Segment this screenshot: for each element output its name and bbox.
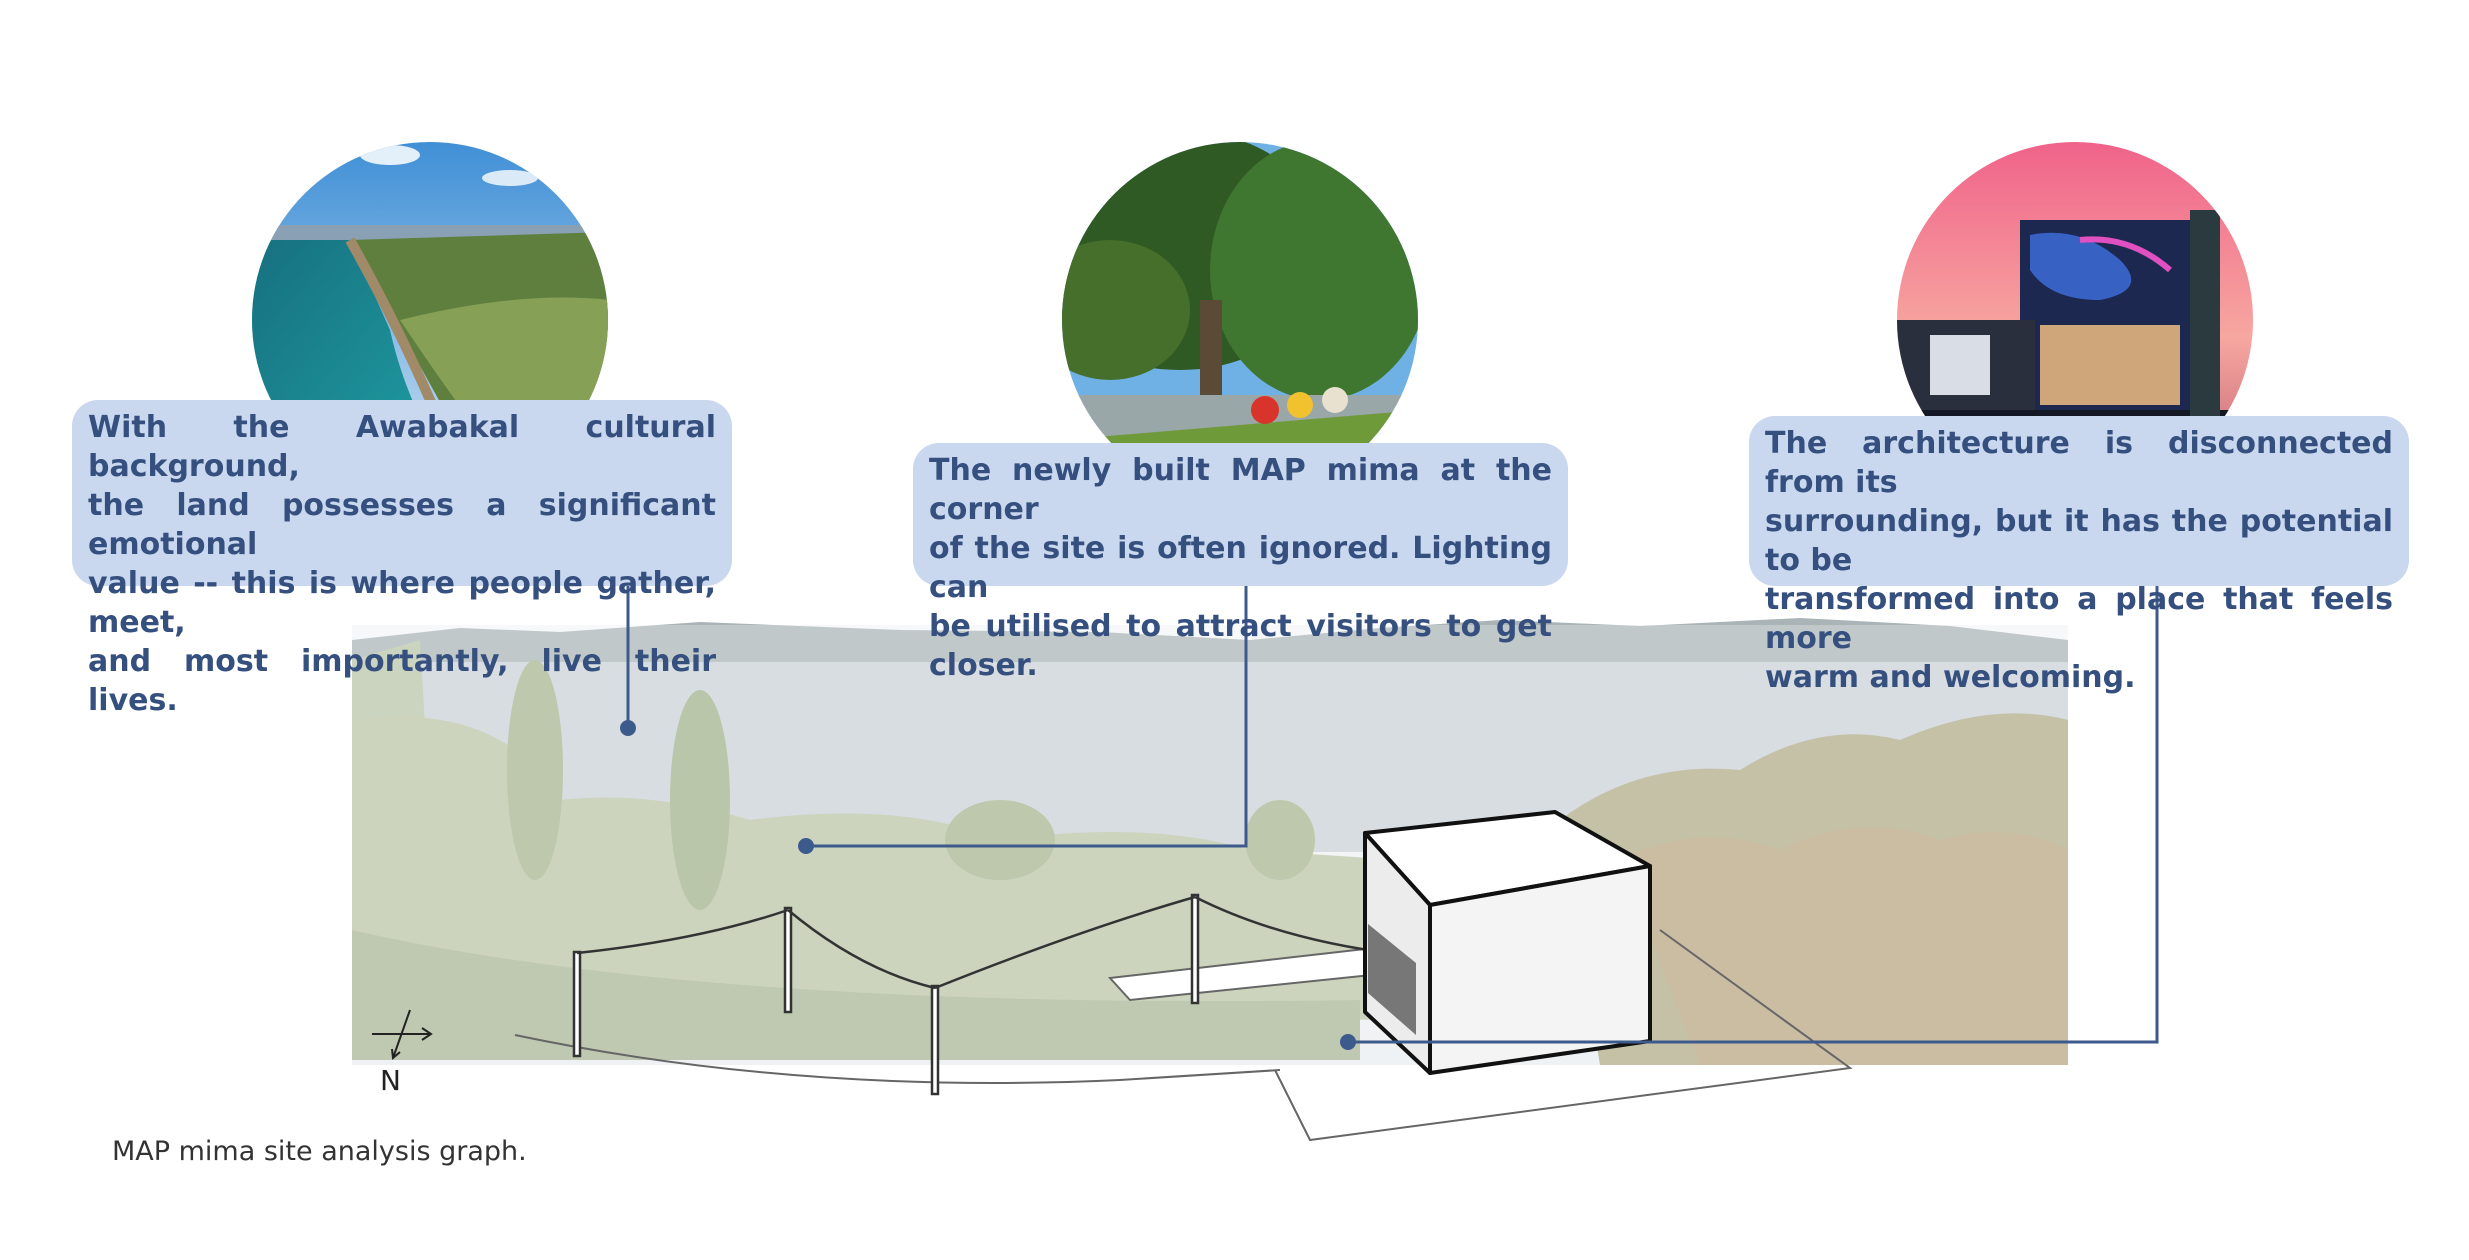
callout-line: The newly built MAP mima at the corner — [929, 453, 1552, 527]
callout-architecture: The architecture is disconnected from it… — [1749, 416, 2409, 695]
site-linework — [514, 929, 1853, 1142]
callout-line: and most importantly, live their lives. — [88, 644, 716, 718]
callout-line: of the site is often ignored. Lighting c… — [929, 531, 1552, 605]
leader-lines — [626, 586, 2159, 1044]
callout-line: The architecture is disconnected from it… — [1765, 426, 2393, 500]
callout-line: warm and welcoming. — [1765, 660, 2136, 695]
callout-line: the land possesses a significant emotion… — [88, 488, 716, 562]
callout-line: be utilised to attract visitors to get c… — [929, 609, 1552, 683]
callout-line: transformed into a place that feels more — [1765, 582, 2393, 656]
marker-dot — [798, 838, 814, 854]
callout-line: value -- this is where people gather, me… — [88, 566, 716, 640]
callout-line: With the Awabakal cultural background, — [88, 410, 716, 484]
marker-dot — [1340, 1034, 1356, 1050]
callout-cultural-background: With the Awabakal cultural background, t… — [72, 400, 732, 718]
marker-dot — [620, 720, 636, 736]
callout-line: surrounding, but it has the potential to… — [1765, 504, 2393, 578]
mima-building — [1363, 810, 1652, 1075]
north-label: N — [380, 1064, 401, 1097]
north-arrow-icon — [372, 1009, 433, 1060]
callout-lighting: The newly built MAP mima at the corner o… — [913, 443, 1568, 683]
figure-caption: MAP mima site analysis graph. — [112, 1136, 527, 1167]
